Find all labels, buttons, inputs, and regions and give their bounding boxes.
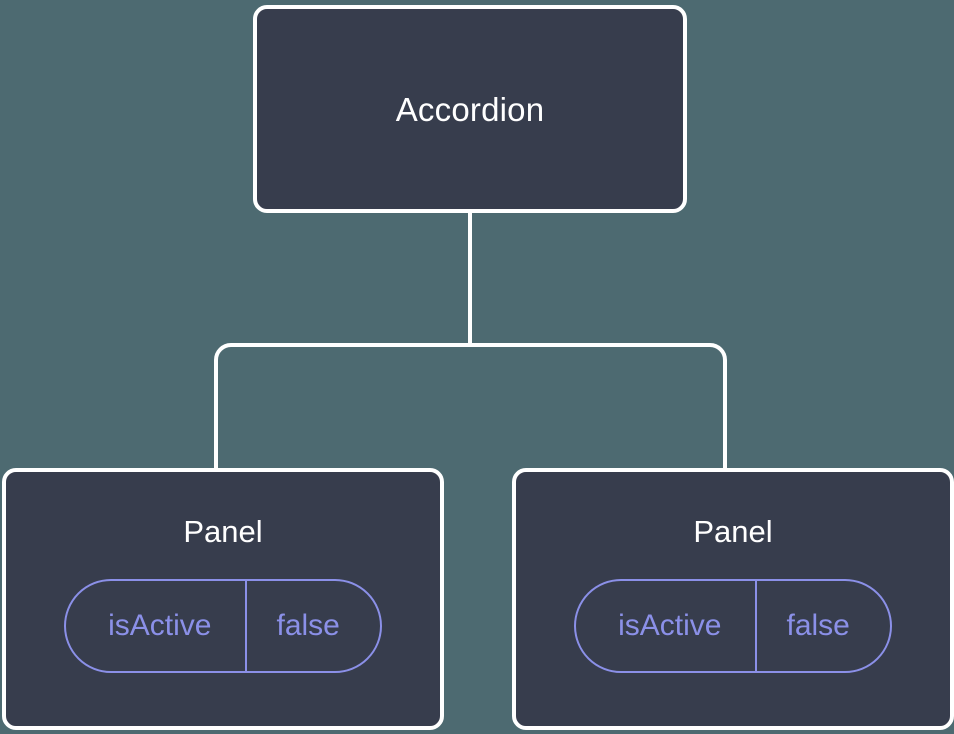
root-node-title: Accordion xyxy=(395,90,545,128)
edge-to-panel-left xyxy=(214,343,470,470)
panel-node-right-title: Panel xyxy=(693,514,773,549)
panel-right-prop-badge[interactable]: isActive false xyxy=(574,579,892,673)
panel-left-prop-badge[interactable]: isActive false xyxy=(64,579,382,673)
panel-left-prop-value: false xyxy=(245,581,379,671)
panel-left-prop-key: isActive xyxy=(108,609,212,642)
root-node[interactable]: Accordion xyxy=(253,5,687,213)
panel-node-right[interactable]: Panel isActive false xyxy=(512,468,954,730)
panel-node-left[interactable]: Panel isActive false xyxy=(2,468,444,730)
edge-to-panel-right xyxy=(470,343,727,470)
panel-node-left-title: Panel xyxy=(183,514,263,549)
panel-right-prop-key: isActive xyxy=(618,609,722,642)
panel-right-prop-value: false xyxy=(755,581,889,671)
